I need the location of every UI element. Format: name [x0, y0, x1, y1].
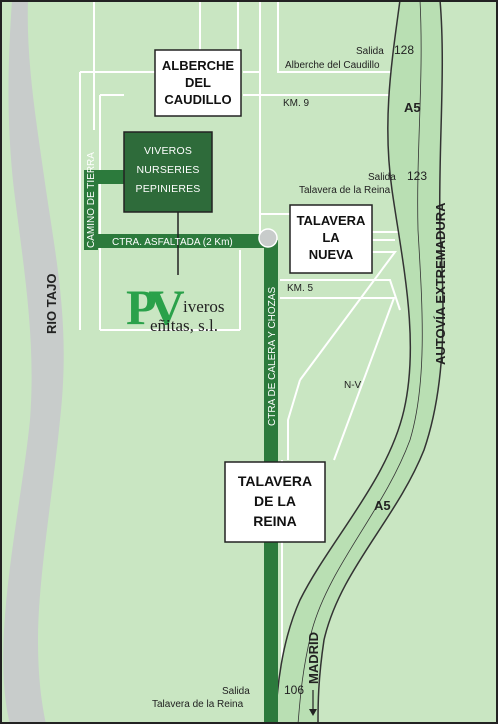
dirt-road-label: CAMINO DE TIERRA: [86, 152, 97, 248]
exit-number: 128: [394, 43, 414, 57]
minor-road: [277, 0, 392, 73]
destination-arrow: [309, 690, 317, 716]
km5-label: KM. 5: [287, 283, 314, 294]
town-line: LA: [322, 230, 340, 245]
km9-label: KM. 9: [283, 98, 310, 109]
river-tajo: [3, 0, 64, 724]
minor-road: [280, 297, 396, 461]
minor-road: [299, 251, 397, 381]
exit-number: 123: [407, 169, 427, 183]
town-alberche[interactable]: ALBERCHE DEL CAUDILLO: [154, 49, 242, 117]
map-shape: [297, 0, 423, 724]
highway-code-bottom: A5: [374, 498, 391, 513]
logo-line2: eñitas, s.l.: [150, 316, 218, 335]
town-line: TALAVERA: [297, 213, 366, 228]
exit-number: 106: [284, 683, 304, 697]
exit-label: Salida: [368, 172, 396, 183]
map-shape: [224, 461, 326, 543]
minor-road: [287, 379, 301, 460]
highway-name-label: AUTOVÍA EXTREMADURA: [433, 202, 448, 365]
town-line: CAUDILLO: [164, 92, 231, 107]
town-line: DEL: [185, 75, 211, 90]
old-road-label: N-V: [344, 380, 362, 391]
highway-code-top: A5: [404, 100, 421, 115]
exit-place: Talavera de la Reina: [299, 185, 391, 196]
paved-road-label: CTRA. ASFALTADA (2 Km): [112, 237, 233, 248]
map-shape: [309, 709, 317, 716]
map-shape: [154, 49, 242, 117]
calera-road-label: CTRA DE CALERA Y CHOZAS: [267, 287, 278, 426]
town-line: NUEVA: [309, 247, 354, 262]
map-shape: [289, 204, 373, 274]
exit-place: Alberche del Caudillo: [285, 60, 380, 71]
river-label: RIO TAJO: [44, 274, 59, 334]
town-talavera-nueva[interactable]: TALAVERA LA NUEVA: [289, 204, 373, 274]
dirt-road-link: [84, 170, 126, 184]
town-line: TALAVERA: [238, 473, 312, 489]
map-shape: [123, 131, 213, 213]
nursery-line: VIVEROS: [144, 145, 192, 157]
town-talavera-reina[interactable]: TALAVERA DE LA REINA: [224, 461, 326, 543]
dirt-road: [84, 170, 98, 250]
town-line: ALBERCHE: [162, 58, 235, 73]
exit-label: Salida: [356, 46, 384, 57]
exit-label: Salida: [222, 686, 250, 697]
minor-road: [280, 279, 401, 311]
nursery-line: NURSERIES: [136, 164, 199, 176]
roundabout: [258, 228, 278, 248]
town-line: REINA: [253, 513, 297, 529]
destination-label: MADRID: [306, 632, 321, 684]
highway-a5: [275, 0, 444, 724]
paved-road: [84, 234, 270, 248]
nursery-line: PEPINIERES: [135, 183, 200, 195]
nursery-box[interactable]: VIVEROS NURSERIES PEPINIERES: [123, 131, 213, 213]
minor-roads: [79, 0, 401, 724]
town-line: DE LA: [254, 493, 296, 509]
map-shape: [275, 0, 444, 724]
exit-place: Talavera de la Reina: [152, 699, 244, 710]
logo-line1: iveros: [183, 297, 225, 316]
